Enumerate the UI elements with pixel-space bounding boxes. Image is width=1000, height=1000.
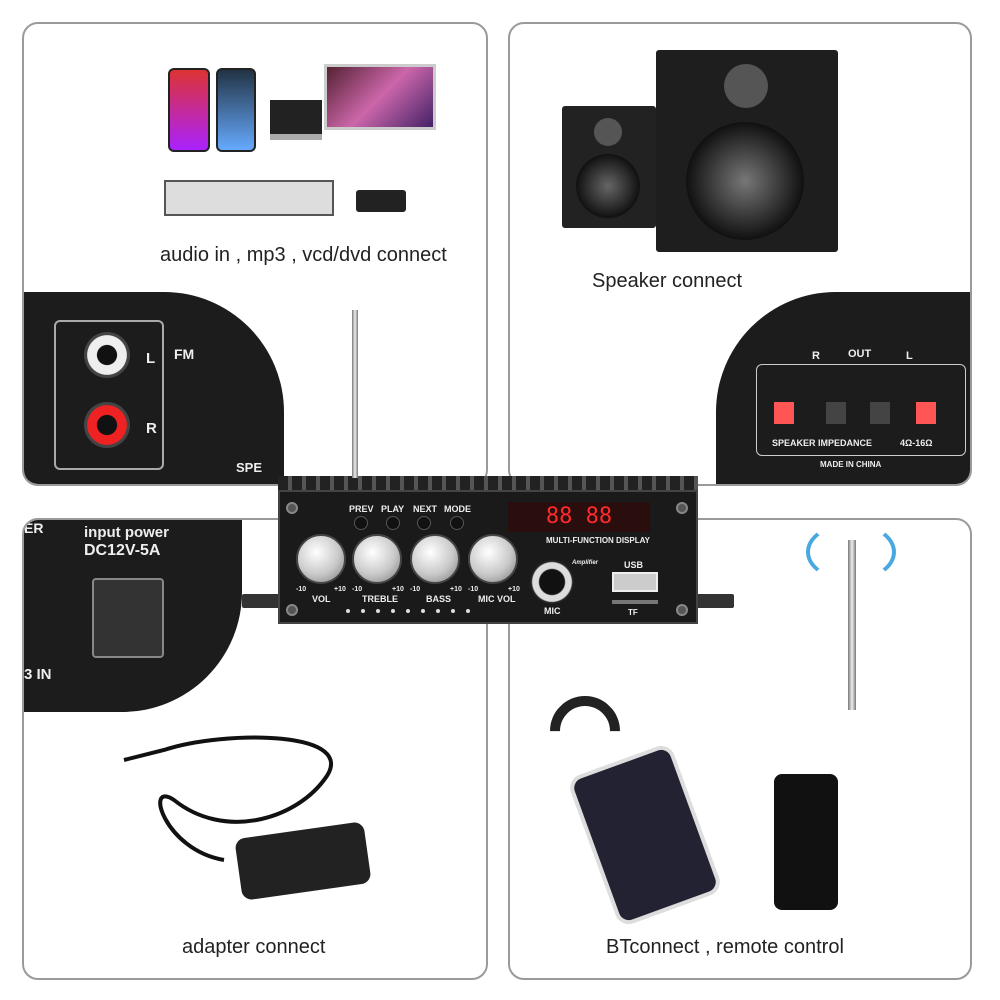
display-value: 88 88: [545, 504, 613, 529]
speaker-large-image: [656, 50, 838, 252]
phone-image: [168, 68, 210, 152]
fm-antenna: [352, 310, 358, 478]
laptop-image: [270, 100, 322, 140]
rca-jack-red: [84, 402, 130, 448]
speaker-terminal-closeup: R OUT L SPEAKER IMPEDANCE 4Ω-16Ω MADE IN…: [716, 292, 970, 484]
speaker-small-image: [562, 106, 656, 228]
mic-jack[interactable]: [530, 560, 574, 604]
smartphone-image: [566, 741, 724, 929]
panel-speaker: Speaker connect R OUT L SPEAKER IMPEDANC…: [508, 22, 972, 486]
caption: audio in , mp3 , vcd/dvd connect: [160, 244, 447, 266]
play-button[interactable]: [386, 516, 400, 530]
bass-knob[interactable]: [410, 534, 460, 584]
mode-label: MODE: [444, 504, 471, 514]
panel-audio-in: audio in , mp3 , vcd/dvd connect L R FM …: [22, 22, 488, 486]
monitor-image: [324, 64, 436, 130]
usb-port[interactable]: [612, 572, 658, 592]
phone-image: [216, 68, 256, 152]
power-jack-closeup: ER input power DC12V-5A 3 IN: [24, 520, 242, 712]
caption: Speaker connect: [592, 270, 743, 292]
prev-label: PREV: [349, 504, 374, 514]
dvd-player-image: [164, 180, 334, 216]
remote-control-image: [774, 774, 838, 910]
prev-button[interactable]: [354, 516, 368, 530]
mode-button[interactable]: [450, 516, 464, 530]
adapter-cable-image: [123, 735, 334, 862]
vol-knob[interactable]: [296, 534, 346, 584]
terminal-black: [826, 402, 846, 424]
dc-jack: [92, 578, 164, 658]
terminal-black: [870, 402, 890, 424]
led-display: 88 88: [508, 502, 650, 532]
mp3-player-image: [356, 190, 406, 212]
rca-jack-white: [84, 332, 130, 378]
wifi-signal-icon: [806, 522, 896, 582]
mic-vol-knob[interactable]: [468, 534, 518, 584]
caption: adapter connect: [182, 936, 326, 958]
rca-jack-closeup: L R FM SPE: [24, 292, 284, 484]
next-label: NEXT: [413, 504, 438, 514]
display-label: MULTI-FUNCTION DISPLAY: [546, 536, 650, 545]
play-label: PLAY: [381, 504, 405, 514]
amplifier-logo: Amplifier: [572, 560, 599, 566]
next-button[interactable]: [417, 516, 431, 530]
caption: BTconnect , remote control: [606, 936, 844, 958]
amplifier: PREV PLAY NEXT MODE 88 88 MULTI-FUNCTION…: [242, 476, 734, 626]
tf-slot[interactable]: [612, 600, 658, 604]
terminal-red: [774, 402, 794, 424]
antenna-image: [848, 540, 856, 710]
treble-knob[interactable]: [352, 534, 402, 584]
terminal-red: [916, 402, 936, 424]
